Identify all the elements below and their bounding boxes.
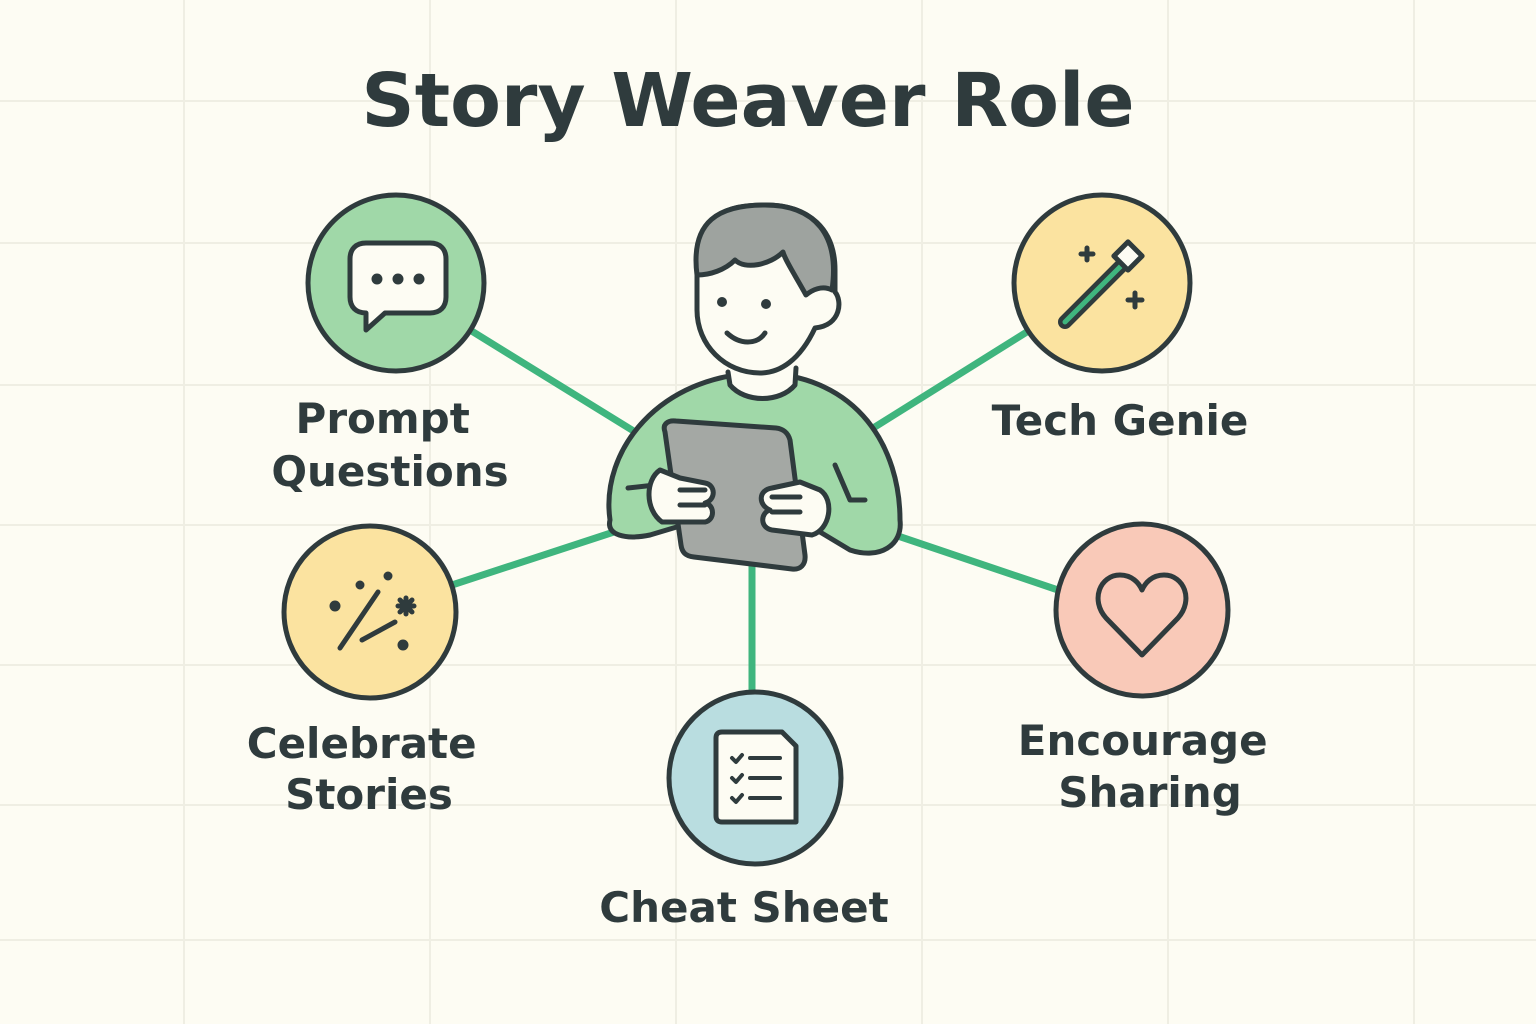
node-encourage-sharing: Encourage Sharing bbox=[1018, 521, 1282, 817]
diagram-title: Story Weaver Role bbox=[361, 58, 1134, 144]
confetti-icon bbox=[329, 571, 417, 651]
node-tech-genie: Tech Genie bbox=[992, 192, 1249, 445]
sleeve-line-right bbox=[832, 462, 868, 503]
speech-bubble-icon bbox=[347, 240, 449, 333]
smile bbox=[724, 330, 768, 345]
hand-right bbox=[758, 479, 832, 538]
node-cheat-sheet: Cheat Sheet bbox=[599, 689, 889, 932]
connector-tech bbox=[866, 326, 1034, 434]
hair bbox=[693, 202, 836, 298]
eye-left bbox=[717, 297, 727, 307]
node-label: Celebrate Stories bbox=[247, 719, 492, 819]
connector-encourage bbox=[891, 531, 1062, 594]
fingers-left bbox=[677, 487, 708, 508]
connector-prompt bbox=[466, 326, 644, 439]
checklist-document-icon bbox=[713, 729, 799, 825]
person-figure bbox=[606, 202, 903, 572]
node-label: Tech Genie bbox=[992, 396, 1249, 445]
connectors bbox=[448, 326, 1062, 696]
magic-wand-icon bbox=[1058, 239, 1145, 329]
node-label: Prompt Questions bbox=[271, 394, 508, 496]
node-prompt-questions: Prompt Questions bbox=[271, 192, 509, 496]
fingers-right bbox=[769, 494, 803, 515]
heart-icon bbox=[1095, 572, 1189, 658]
hand-left bbox=[646, 467, 716, 525]
neck bbox=[725, 365, 799, 401]
node-label: Encourage Sharing bbox=[1018, 716, 1282, 817]
node-label: Cheat Sheet bbox=[599, 883, 888, 932]
eye-right bbox=[761, 299, 771, 309]
connector-celebrate bbox=[448, 526, 624, 589]
node-celebrate-stories: Celebrate Stories bbox=[247, 523, 492, 819]
